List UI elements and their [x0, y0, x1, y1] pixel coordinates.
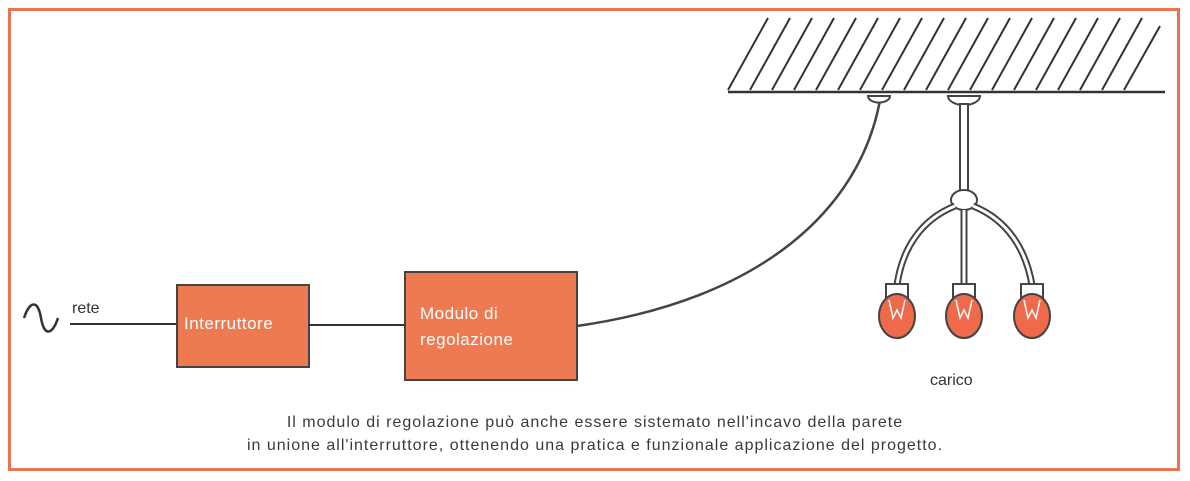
bulb-center: [945, 293, 983, 339]
module-to-ceiling-cable: [576, 99, 882, 328]
source-label: rete: [72, 300, 100, 317]
ceiling-outlet-left: [866, 95, 892, 104]
lamp-arm-right-inner: [972, 204, 1034, 286]
bulb-right: [1013, 293, 1051, 339]
caption-line2: in unione all'interruttore, ottenendo un…: [246, 437, 944, 454]
lamp-arm-right: [971, 202, 1036, 286]
switch-box: [176, 284, 310, 368]
lamp-arm-left: [893, 202, 957, 286]
ceiling-hatch: [727, 17, 1161, 91]
lamp-arm-left-inner: [895, 204, 956, 286]
module-label-line1: Modulo di: [420, 304, 499, 323]
pendant-rod: [959, 103, 969, 193]
ac-source-symbol: [22, 303, 60, 333]
figure-frame: [8, 8, 1180, 471]
load-label: carico: [930, 372, 973, 389]
switch-label: Interruttore: [184, 314, 274, 333]
bulb-left: [878, 293, 916, 339]
module-box: [404, 271, 578, 381]
module-label-line2: regolazione: [420, 330, 514, 349]
caption-line1: Il modulo di regolazione può anche esser…: [286, 414, 904, 431]
